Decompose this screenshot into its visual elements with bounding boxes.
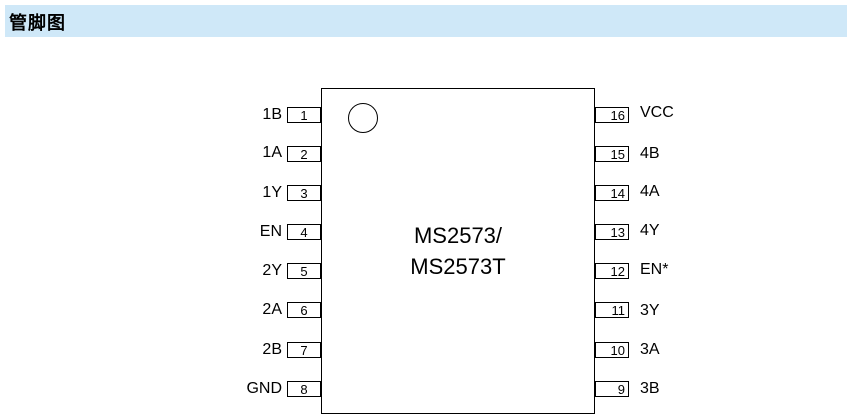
pin-number-10: 10 xyxy=(595,342,629,358)
pin-number-2: 2 xyxy=(287,146,321,162)
pin-label-15: 4B xyxy=(640,145,660,162)
pin-number-7: 7 xyxy=(287,342,321,358)
pin-number-3: 3 xyxy=(287,185,321,201)
section-title: 管脚图 xyxy=(9,13,66,34)
pin-number-1: 1 xyxy=(287,107,321,123)
pin-number-16: 16 xyxy=(595,107,629,123)
pin-number-12: 12 xyxy=(595,263,629,279)
pin-label-5: 2Y xyxy=(262,262,282,279)
pin-number-13: 13 xyxy=(595,224,629,240)
chip-name-line1: MS2573/ xyxy=(413,223,503,248)
pin-label-14: 4A xyxy=(640,183,660,200)
pin-label-16: VCC xyxy=(640,104,674,121)
pin-number-11: 11 xyxy=(595,302,629,318)
pin-label-7: 2B xyxy=(262,341,282,358)
pin-number-14: 14 xyxy=(595,185,629,201)
chip-name-line2: MS2573T xyxy=(410,254,506,279)
pin-label-12: EN* xyxy=(640,261,669,278)
pin-number-9: 9 xyxy=(595,381,629,397)
pin-label-9: 3B xyxy=(640,380,660,397)
pin-number-15: 15 xyxy=(595,146,629,162)
pin-number-5: 5 xyxy=(287,263,321,279)
pin-label-1: 1B xyxy=(262,106,282,123)
pin-label-6: 2A xyxy=(262,301,282,318)
pin-label-3: 1Y xyxy=(262,184,282,201)
ic-package-body: MS2573/ MS2573T xyxy=(321,88,595,414)
pin-label-13: 4Y xyxy=(640,222,660,239)
pin-number-6: 6 xyxy=(287,302,321,318)
pin-number-4: 4 xyxy=(287,224,321,240)
pin-number-8: 8 xyxy=(287,381,321,397)
pin1-marker xyxy=(348,103,378,133)
pin-label-10: 3A xyxy=(640,341,660,358)
section-header: 管脚图 xyxy=(5,5,847,37)
pin-label-8: GND xyxy=(246,380,282,397)
pin-label-11: 3Y xyxy=(640,302,660,319)
pin-label-2: 1A xyxy=(262,144,282,161)
pin-label-4: EN xyxy=(259,223,282,240)
